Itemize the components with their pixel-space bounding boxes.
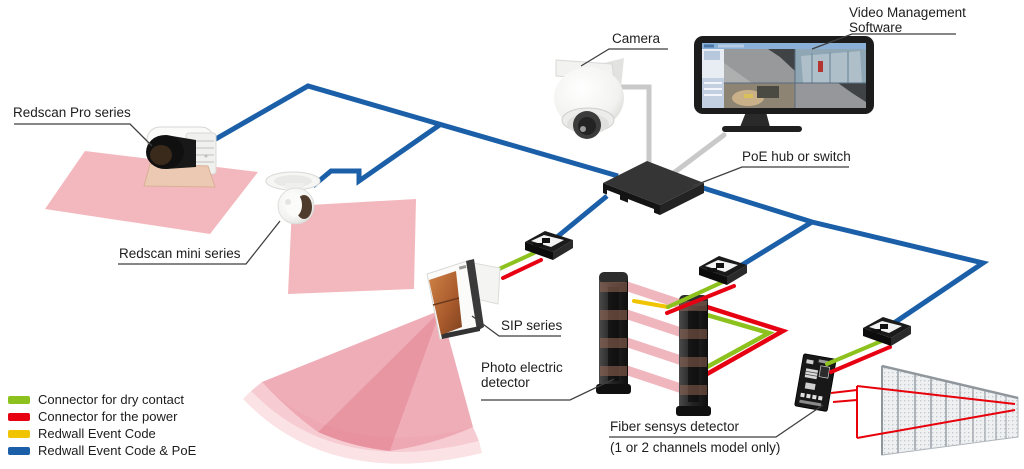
legend-item-event-code-poe: Redwall Event Code & PoE [8,441,196,458]
label-fiber-line1: Fiber sensys detector [610,419,740,434]
legend-swatch-green [8,395,30,404]
label-photo-electric: Photo electric detector [481,360,563,390]
fiber-converter-box [863,317,911,346]
photo-electric-detector-device [596,272,789,416]
legend-label: Connector for dry contact [38,392,184,408]
label-camera: Camera [612,31,661,46]
redscan-mini-device [265,171,321,225]
legend-swatch-yellow [8,429,30,438]
fiber-sensor-cable [830,385,1016,439]
label-sip: SIP series [501,318,563,333]
label-vms-line2: Software [849,20,903,35]
vms-monitor [694,36,874,132]
legend-label: Connector for the power [38,409,178,425]
label-redscan-pro: Redscan Pro series [13,105,131,120]
legend: Connector for dry contact Connector for … [8,390,196,458]
redscan-mini-detection-area [288,199,416,294]
legend-item-power: Connector for the power [8,407,196,424]
label-vms: Video Management Software [849,5,966,35]
label-redscan-mini: Redscan mini series [119,246,241,261]
vms-video-grid [724,49,866,108]
converter-cables [495,251,892,374]
label-fiber-line2: (1 or 2 channels model only) [610,440,781,455]
camera-device [554,58,624,139]
label-photo-line2: detector [481,375,530,390]
legend-label: Redwall Event Code & PoE [38,443,197,459]
label-leader-lines [14,33,956,438]
label-photo-line1: Photo electric [481,360,563,375]
sip-sensor-window [429,271,462,335]
legend-label: Redwall Event Code [38,426,156,442]
perimeter-fence [881,364,1019,456]
label-poe-hub: PoE hub or switch [742,149,851,164]
redscan-pro-device [143,126,217,188]
photo-electric-converter-box [699,256,747,285]
sip-series-device [426,259,501,340]
blue-network-cables [205,83,990,328]
poe-hub-device [603,161,704,215]
label-vms-line1: Video Management [849,5,966,20]
fiber-sensys-detector-device [794,353,837,412]
vms-person-detected [818,61,823,72]
legend-swatch-red [8,412,30,421]
legend-swatch-blue [8,446,30,455]
legend-item-event-code: Redwall Event Code [8,424,196,441]
legend-item-dry-contact: Connector for dry contact [8,390,196,407]
sip-detection-fan [243,310,482,464]
